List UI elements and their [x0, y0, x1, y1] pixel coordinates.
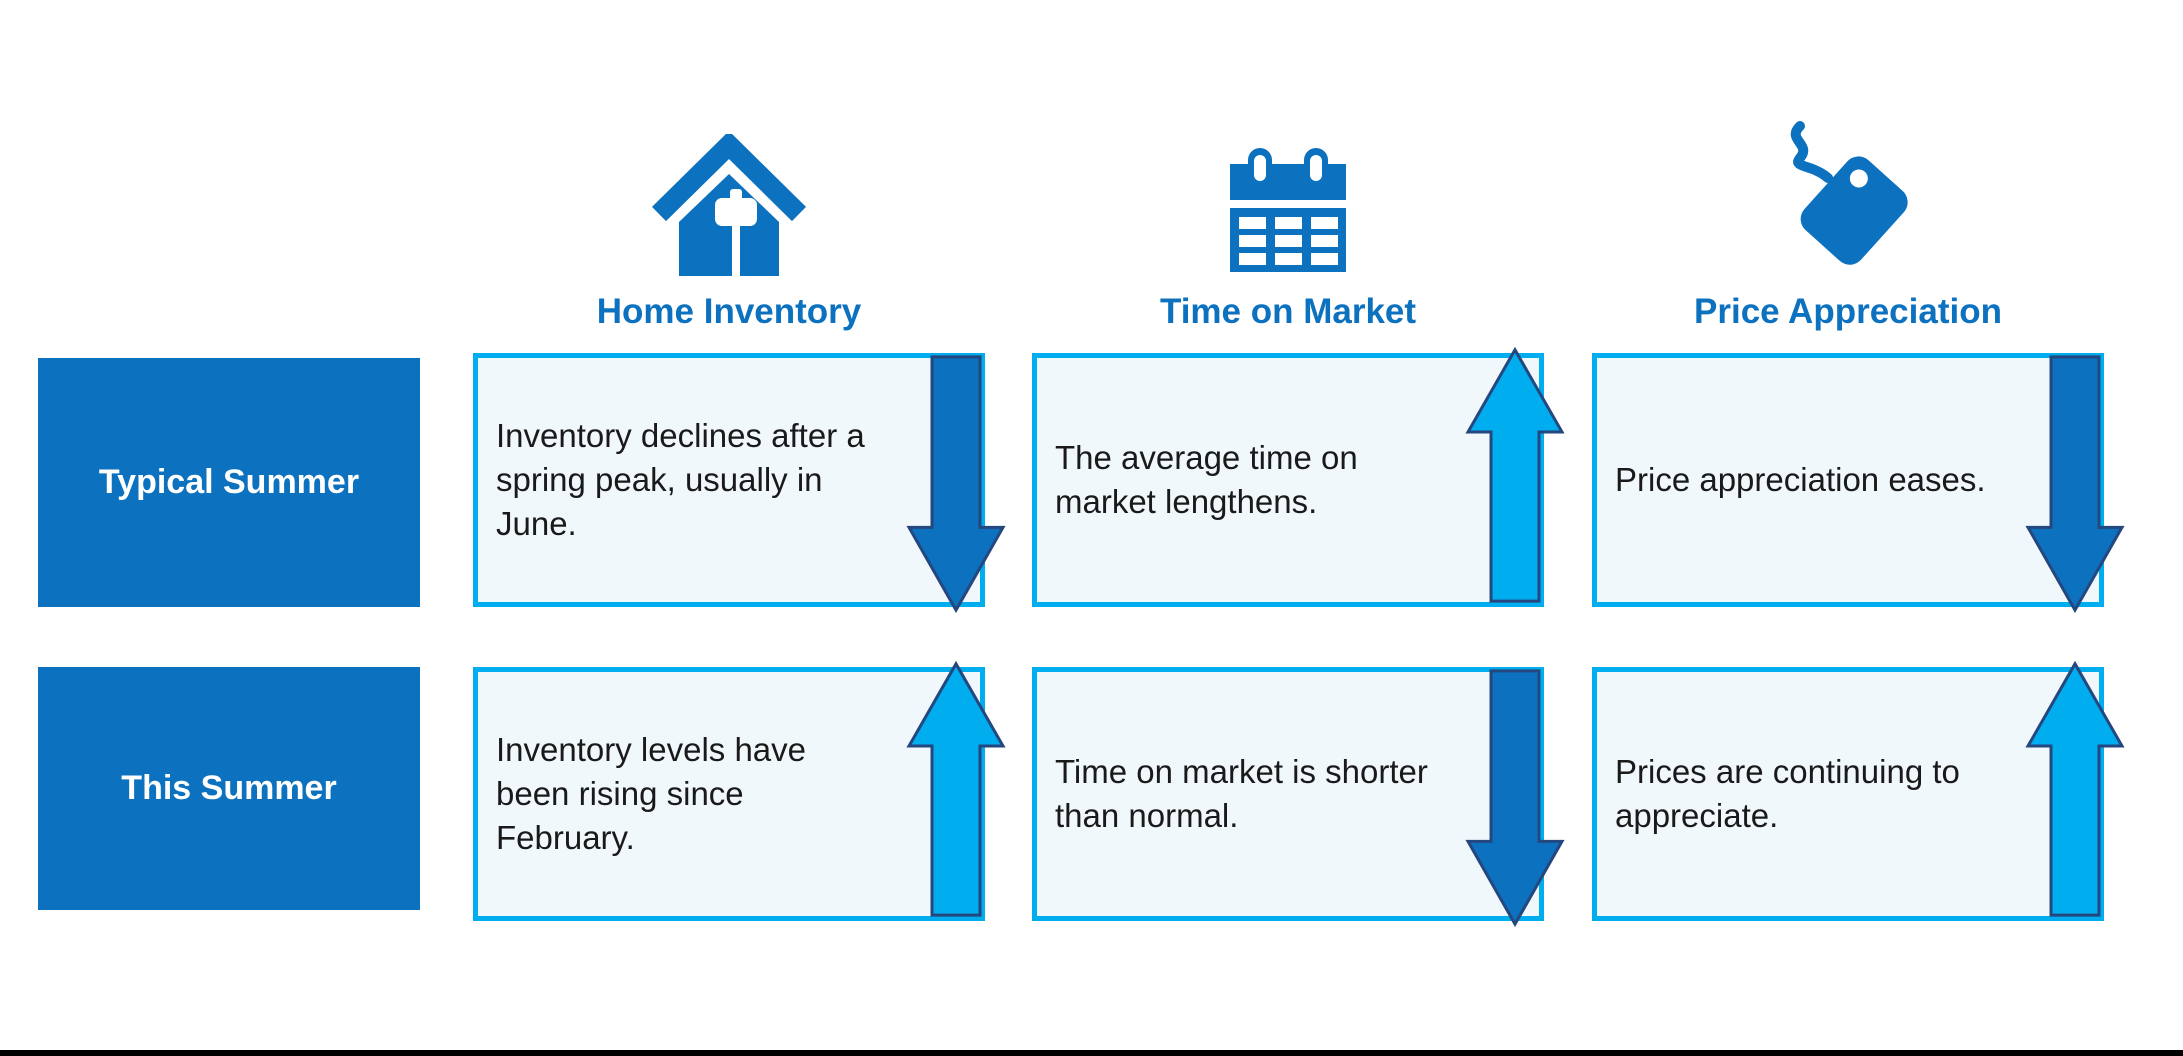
column-title: Home Inventory: [596, 292, 862, 331]
cell-this-summer-home-inventory: Inventory levels have been rising since …: [473, 667, 985, 921]
cell-typical-summer-price-appreciation: Price appreciation eases.: [1592, 353, 2104, 607]
row-label-this-summer: This Summer: [38, 667, 420, 910]
cell-text: Time on market is shorter than normal.: [1055, 753, 1428, 834]
cell-this-summer-price-appreciation: Prices are continuing to appreciate.: [1592, 667, 2104, 921]
cell-text: Prices are continuing to appreciate.: [1615, 753, 1960, 834]
column-title: Price Appreciation: [1694, 292, 2002, 331]
cell-this-summer-time-on-market: Time on market is shorter than normal.: [1032, 667, 1544, 921]
cell-text: Inventory levels have been rising since …: [496, 731, 807, 856]
bottom-rule: [0, 1050, 2183, 1056]
column-title: Time on Market: [1159, 292, 1417, 331]
price-tag-icon: [1770, 80, 1926, 276]
cell-text: The average time on market lengthens.: [1055, 439, 1358, 520]
calendar-icon: [1222, 80, 1354, 276]
column-header-price-appreciation: Price Appreciation: [1592, 80, 2104, 332]
cell-text: Inventory declines after a spring peak, …: [496, 417, 865, 542]
row-label-text: Typical Summer: [98, 463, 360, 501]
cell-typical-summer-time-on-market: The average time on market lengthens.: [1032, 353, 1544, 607]
cell-text: Price appreciation eases.: [1615, 461, 1986, 499]
column-header-time-on-market: Time on Market: [1032, 80, 1544, 332]
column-header-home-inventory: Home Inventory: [473, 80, 985, 332]
row-label-typical-summer: Typical Summer: [38, 358, 420, 607]
house-icon: [649, 80, 809, 276]
cell-typical-summer-home-inventory: Inventory declines after a spring peak, …: [473, 353, 985, 607]
row-label-text: This Summer: [121, 769, 337, 807]
